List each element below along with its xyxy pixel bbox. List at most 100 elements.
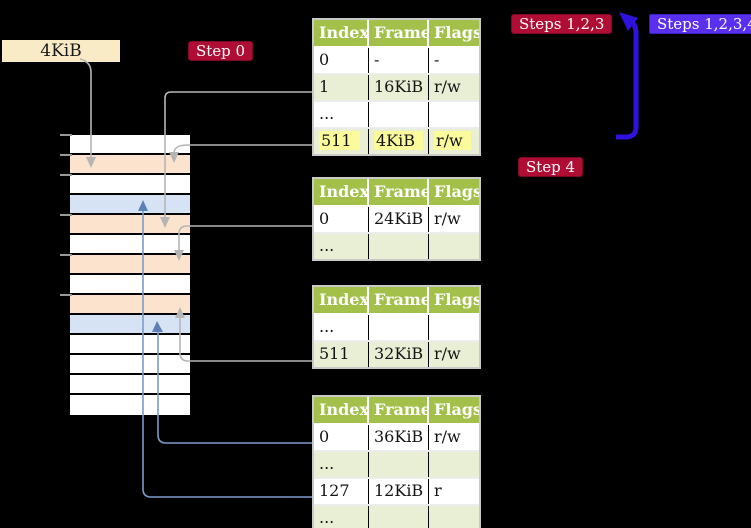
memory-frame-row-white bbox=[70, 335, 190, 355]
table-cell-text: 0 bbox=[319, 209, 330, 228]
memory-frame-row-blue bbox=[70, 315, 190, 335]
arrowhead-upleft-icon bbox=[619, 12, 638, 31]
memory-frame-row-white bbox=[70, 275, 190, 295]
memory-tick bbox=[60, 154, 72, 156]
memory-frame-row-peach bbox=[70, 255, 190, 275]
table-cell-text: 0 bbox=[319, 50, 330, 69]
table-cell-text: 511 bbox=[319, 131, 360, 150]
table-row: ... bbox=[314, 313, 479, 340]
column-header: Index bbox=[314, 179, 369, 205]
column-header: Flags bbox=[434, 400, 479, 419]
column-header: Frame bbox=[369, 397, 429, 423]
memory-tick bbox=[60, 214, 72, 216]
table-cell: 0 bbox=[314, 425, 369, 450]
table-cell-text: - bbox=[374, 50, 380, 69]
table-cell: - bbox=[369, 48, 429, 73]
table-cell: 0 bbox=[314, 207, 369, 232]
table-cell-text: ... bbox=[319, 508, 335, 527]
table-cell: r/w bbox=[429, 75, 479, 100]
table-row: 511 32KiB r/w bbox=[314, 340, 479, 367]
table-row: 0 24KiB r/w bbox=[314, 205, 479, 232]
table-cell: r/w bbox=[429, 129, 479, 154]
arrow-steps-loop bbox=[616, 18, 639, 140]
table-cell: 4KiB bbox=[369, 129, 429, 154]
column-header: Flags bbox=[434, 182, 479, 201]
table-cell bbox=[429, 102, 479, 127]
table-row: ... bbox=[314, 450, 479, 477]
table-cell-text: ... bbox=[319, 317, 335, 336]
table-row: ... bbox=[314, 100, 479, 127]
column-header: Index bbox=[314, 287, 369, 313]
table-cell: 12KiB bbox=[369, 479, 429, 504]
memory-frame-row-white bbox=[70, 235, 190, 255]
table-cell-text: 32KiB bbox=[374, 344, 424, 363]
table-cell-text: r/w bbox=[434, 344, 461, 363]
table-cell-text: - bbox=[434, 50, 440, 69]
table-cell-text: r/w bbox=[434, 131, 471, 150]
memory-frame-row-peach bbox=[70, 155, 190, 175]
table-cell-text: ... bbox=[319, 236, 335, 255]
memory-tick bbox=[60, 134, 72, 136]
column-header: Flags bbox=[434, 290, 479, 309]
column-header: Index bbox=[314, 397, 369, 423]
table-cell: r/w bbox=[429, 425, 479, 450]
table-cell bbox=[429, 506, 479, 528]
table-cell: ... bbox=[314, 315, 369, 340]
memory-frame-row-peach bbox=[70, 215, 190, 235]
table-cell-text: r/w bbox=[434, 209, 461, 228]
table-cell: 36KiB bbox=[369, 425, 429, 450]
table-cell bbox=[429, 234, 479, 259]
table-cell: r bbox=[429, 479, 479, 504]
table-cell-text: 1 bbox=[319, 77, 330, 96]
memory-frame-row-white bbox=[70, 355, 190, 375]
table-cell: 127 bbox=[314, 479, 369, 504]
table-cell bbox=[369, 234, 429, 259]
steps1234-badge: Steps 1,2,3,4 bbox=[649, 14, 751, 34]
table-row: 511 4KiB r/w bbox=[314, 127, 479, 154]
memory-frame-row-white bbox=[70, 395, 190, 415]
column-header: Frame bbox=[369, 179, 429, 205]
step0-badge: Step 0 bbox=[188, 41, 254, 61]
table-cell: 0 bbox=[314, 48, 369, 73]
table-cell-text: 12KiB bbox=[374, 481, 424, 500]
table-row: 0 - - bbox=[314, 46, 479, 73]
step4-badge: Step 4 bbox=[518, 157, 584, 177]
table-cell: ... bbox=[314, 234, 369, 259]
table-cell-text: 4KiB bbox=[374, 131, 424, 150]
table-cell-text: r bbox=[434, 481, 442, 500]
table-cell: 24KiB bbox=[369, 207, 429, 232]
table-cell: 1 bbox=[314, 75, 369, 100]
table-cell-text: r/w bbox=[434, 77, 461, 96]
table-cell bbox=[429, 315, 479, 340]
memory-tick bbox=[60, 294, 72, 296]
table-cell-text: 511 bbox=[319, 344, 350, 363]
column-header: Index bbox=[314, 20, 369, 46]
table-cell-text: 127 bbox=[319, 481, 350, 500]
memory-tick bbox=[60, 254, 72, 256]
table-cell: r/w bbox=[429, 207, 479, 232]
memory-frame-row-blue bbox=[70, 195, 190, 215]
table-cell: 511 bbox=[314, 342, 369, 367]
column-header: Flags bbox=[434, 23, 479, 42]
table-row: 127 12KiB r bbox=[314, 477, 479, 504]
table-cell: 32KiB bbox=[369, 342, 429, 367]
table-cell bbox=[369, 315, 429, 340]
table-cell bbox=[369, 102, 429, 127]
table-cell bbox=[369, 452, 429, 477]
memory-frame-row-white bbox=[70, 375, 190, 395]
steps123-badge: Steps 1,2,3 bbox=[511, 14, 613, 34]
table-cell: - bbox=[429, 48, 479, 73]
table-cell-text: ... bbox=[319, 104, 335, 123]
table-cell-text: r/w bbox=[434, 427, 461, 446]
table-row: ... bbox=[314, 232, 479, 259]
table-cell bbox=[369, 506, 429, 528]
